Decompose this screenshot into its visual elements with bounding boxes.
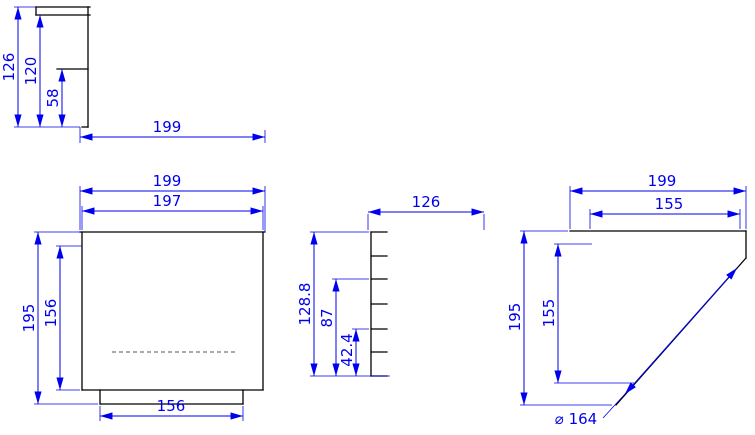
dim-label-side-depth-overall: 126 [0, 53, 18, 82]
dim-label-section-width: 126 [412, 193, 441, 211]
section-view-extension-lines [310, 214, 485, 377]
dim-label-rear-height-overall: 195 [506, 303, 524, 332]
section-view-dimension-lines [310, 208, 484, 376]
front-view-object-lines [79, 231, 266, 405]
dim-label-rear-height-inner: 155 [540, 299, 558, 328]
dim-label-side-depth-step: 58 [44, 88, 62, 107]
dim-label-front-height-overall: 195 [20, 304, 38, 333]
dim-line-rear-diameter [624, 267, 738, 395]
dim-label-section-height-low: 42.4 [338, 333, 356, 366]
dim-label-section-height-mid: 87 [318, 308, 336, 327]
dim-label-side-depth-inner: 120 [22, 57, 40, 86]
side-view-object-lines [35, 6, 91, 128]
rear-view-object-lines [569, 230, 747, 406]
side-view-extension-lines [14, 6, 266, 143]
side-view-dimension-lines [14, 7, 265, 141]
section-view-object-lines [370, 231, 388, 377]
dim-label-front-base-width: 156 [157, 397, 186, 415]
dim-label-front-width-outer: 199 [153, 172, 182, 190]
dim-label-front-height-body: 156 [42, 299, 60, 328]
dim-label-rear-diameter: ⌀ 164 [555, 410, 597, 428]
front-view-extension-lines [34, 186, 266, 421]
dim-label-front-width-inner: 197 [153, 192, 182, 210]
dim-label-rear-width-outer: 199 [648, 172, 677, 190]
dim-label-section-height-total: 128.8 [296, 283, 314, 326]
rear-view-dimension-lines [520, 187, 746, 405]
front-view-dimension-lines [34, 187, 265, 420]
dim-label-rear-width-top: 155 [655, 195, 684, 213]
dim-label-side-width: 199 [153, 118, 182, 136]
